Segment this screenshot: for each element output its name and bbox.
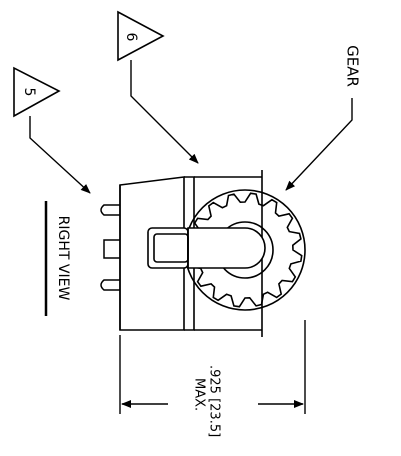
right-view-label: RIGHT VIEW xyxy=(55,216,71,301)
callout-6-balloon: 6 xyxy=(117,10,165,62)
gear-leader xyxy=(285,98,353,191)
dimension-qualifier: MAX. xyxy=(192,378,207,411)
gear-label: GEAR xyxy=(344,45,362,87)
terminal-pins xyxy=(100,185,121,330)
callout-6-number: 6 xyxy=(123,33,139,42)
dimension-value: .925 [23.5] xyxy=(207,365,222,437)
callout-5-leader xyxy=(29,116,91,194)
callout-5-number: 5 xyxy=(21,88,37,97)
callout-5-balloon: 5 xyxy=(13,66,61,118)
callout-6-leader xyxy=(130,60,199,164)
dimension xyxy=(119,320,306,414)
actuator xyxy=(147,227,266,269)
